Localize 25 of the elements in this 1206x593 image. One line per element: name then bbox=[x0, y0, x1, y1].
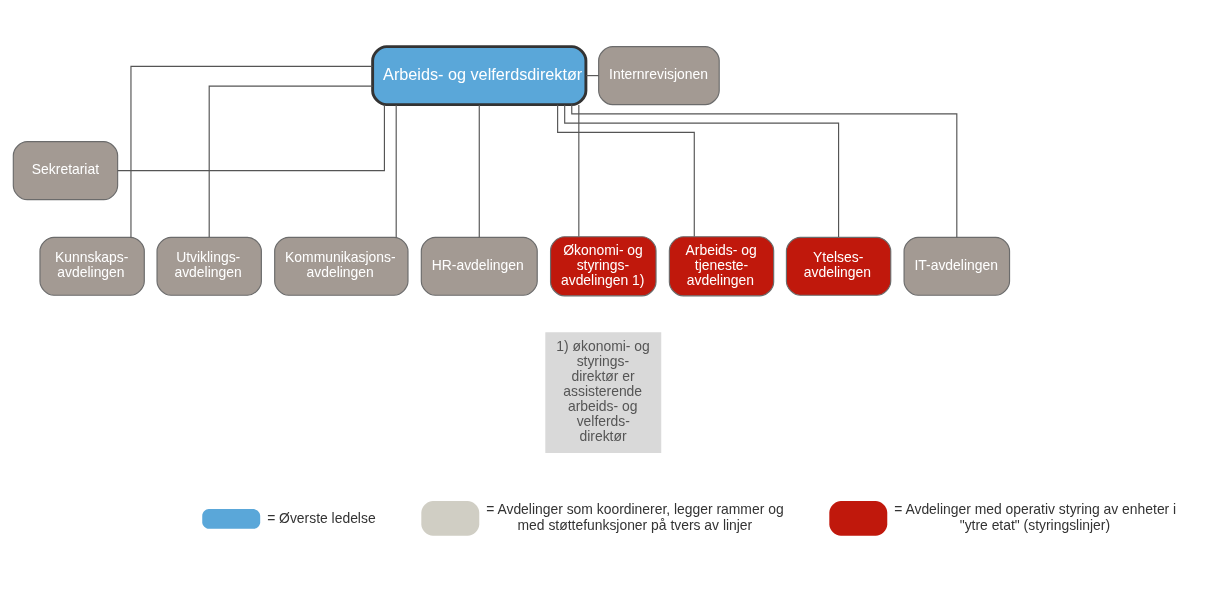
node-box: Utviklings- avdelingen bbox=[156, 236, 262, 296]
legend-label: = Avdelinger med operativ styring av enheter i "ytre etat" (styringslinjer) bbox=[894, 500, 1177, 533]
connector bbox=[395, 103, 397, 238]
node-box: 1) økonomi- og styrings- direktør er assisterende arbeids- og velferds- direktør bbox=[545, 331, 662, 453]
connector bbox=[557, 103, 695, 237]
legend-label: = Øverste ledelse bbox=[267, 509, 376, 526]
node-box: Kommunikasjons- avdelingen bbox=[274, 236, 409, 296]
connector bbox=[208, 84, 374, 237]
connector bbox=[585, 74, 600, 76]
node-box: IT-avdelingen bbox=[903, 236, 1011, 296]
node-box: Ytelses- avdelingen bbox=[785, 236, 892, 296]
node-box: Kunnskaps- avdelingen bbox=[39, 236, 145, 296]
node-box: Arbeids- og tjeneste- avdelingen bbox=[668, 235, 775, 296]
connector bbox=[564, 103, 840, 238]
node-box: HR-avdelingen bbox=[420, 236, 538, 296]
legend-label: = Avdelinger som koordinerer, legger rammer og med støttefunksjoner på tvers av linjer bbox=[486, 500, 784, 533]
connector bbox=[478, 103, 480, 238]
connector bbox=[571, 103, 958, 238]
node-box: Internrevisjonen bbox=[598, 45, 720, 105]
connector bbox=[130, 65, 373, 238]
node-box: Økonomi- og styrings- avdelingen 1) bbox=[549, 235, 657, 296]
connector bbox=[578, 103, 580, 237]
connector bbox=[117, 103, 385, 171]
node-box: Sekretariat bbox=[12, 140, 119, 200]
node-box: Arbeids- og velferdsdirektør bbox=[371, 44, 588, 106]
